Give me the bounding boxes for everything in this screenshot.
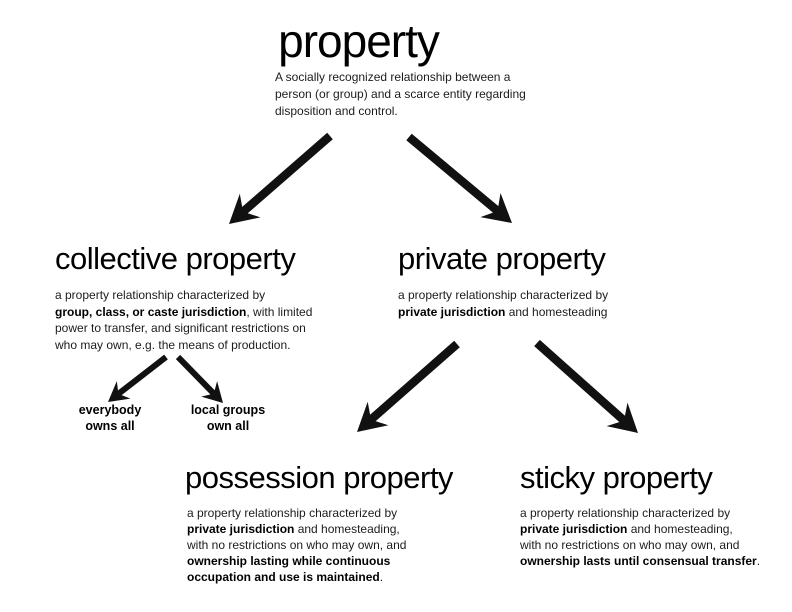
node-local-groups-own-all-label: local groups own all [190,403,266,433]
arrow-collective-to-everybody [108,354,168,402]
description-bold-segment: ownership lasts until consensual transfe… [520,554,757,568]
node-possession-property-description: a property relationship characterized by… [187,505,487,585]
description-segment: a property relationship characterized by [398,288,609,302]
node-sticky-property-title: sticky property [520,460,713,495]
arrow-private-to-possession [357,340,460,432]
arrow-private-to-sticky [534,339,638,433]
description-segment: a property relationship characterized by [187,506,398,520]
node-private-property-description: a property relationship characterized by… [398,287,698,320]
node-possession-property-title: possession property [185,460,453,495]
node-private-property-title: private property [398,241,606,276]
description-segment: , with limited power to transfer, and si… [55,304,313,352]
description-segment: a property relationship characterized by [55,288,266,302]
description-segment: and homesteading, with no restrictions o… [187,522,407,552]
node-collective-property-title: collective property [55,241,296,276]
description-segment: a property relationship characterized by [520,506,731,520]
node-collective-property-description: a property relationship characterized by… [55,287,375,353]
description-bold-segment: group, class, or caste jurisdiction [55,304,247,319]
node-property-description: A socially recognized relationship betwe… [275,70,526,118]
node-property-title: property [278,15,440,67]
description-bold-segment: private jurisdiction [187,522,295,536]
description-segment: and homesteading [505,304,608,319]
node-everybody-owns-all-label: everybody owns all [78,403,142,433]
description-bold-segment: private jurisdiction [520,522,628,536]
arrow-property-to-private [406,133,512,223]
node-sticky-property-description: a property relationship characterized by… [520,505,792,569]
description-segment: and homesteading, with no restrictions o… [520,522,740,552]
description-segment: . [756,554,761,568]
description-bold-segment: private jurisdiction [398,304,506,319]
description-bold-segment: ownership lasting while continuous occup… [187,554,391,584]
arrow-collective-to-local-groups [175,354,223,403]
arrow-property-to-collective [229,132,333,224]
description-segment: . [379,570,384,584]
